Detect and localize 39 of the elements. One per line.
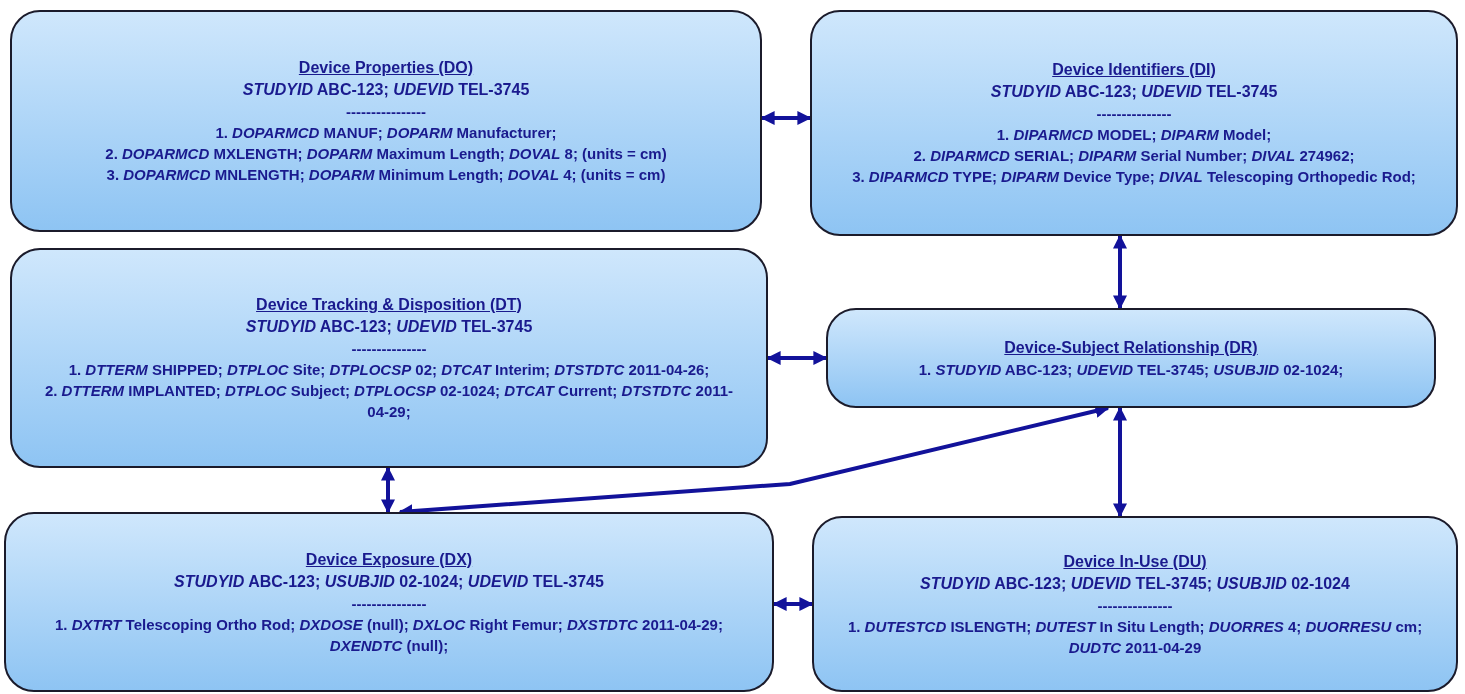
- box-title: Device Tracking & Disposition (DT): [256, 295, 522, 315]
- double-arrow: [1113, 234, 1127, 310]
- box-title: Device Exposure (DX): [305, 549, 473, 570]
- box-title: Device-Subject Relationship (DR): [1004, 337, 1258, 358]
- double-arrow: [1113, 406, 1127, 518]
- separator-dashes: ---------------: [1096, 104, 1172, 124]
- domain-box: [10, 10, 762, 232]
- double-arrow: [760, 111, 812, 125]
- record-line: 1. DTTERM SHIPPED; DTPLOC Site; DTPLOCSP 02; DTCAT Interim; DTSTDTC 2011-04-26;: [68, 360, 710, 380]
- record-line: 2. DTTERM IMPLANTED; DTPLOC Subject; DTPLOCSP 02-1024; DTCAT Current; DTSTDTC 2011-04-29;: [43, 381, 735, 422]
- identifier-line: STUDYID ABC-123; UDEVID TEL-3745: [990, 82, 1278, 102]
- separator-dashes: ---------------: [1097, 595, 1173, 616]
- identifier-line: STUDYID ABC-123; USUBJID 02-1024; UDEVID TEL-3745: [174, 571, 604, 592]
- separator-dashes: ---------------: [351, 593, 427, 614]
- box-title: Device Identifiers (DI): [1052, 60, 1216, 80]
- double-arrow: [766, 351, 828, 365]
- domain-box: [810, 10, 1458, 236]
- record-line: 1. DUTESTCD ISLENGTH; DUTEST In Situ Length; DUORRES 4; DUORRESU cm; DUDTC 2011-04-29: [846, 616, 1424, 658]
- record-line: 2. DIPARMCD SERIAL; DIPARM Serial Number; DIVAL 274962;: [913, 146, 1355, 166]
- box-title: Device In-Use (DU): [1063, 551, 1207, 572]
- record-line: 3. DIPARMCD TYPE; DIPARM Device Type; DIVAL Telescoping Orthopedic Rod;: [852, 167, 1416, 187]
- record-line: 1. DOPARMCD MANUF; DOPARM Manufacturer;: [215, 123, 557, 143]
- domain-box: [10, 248, 768, 468]
- domain-box: [826, 308, 1436, 408]
- identifier-line: STUDYID ABC-123; UDEVID TEL-3745: [242, 80, 530, 100]
- identifier-line: STUDYID ABC-123; UDEVID TEL-3745: [245, 317, 533, 337]
- domain-box: [4, 512, 774, 692]
- domain-box: [812, 516, 1458, 692]
- record-line: 1. STUDYID ABC-123; UDEVID TEL-3745; USUBJID 02-1024;: [918, 359, 1344, 380]
- record-line: 1. DXTRT Telescoping Ortho Rod; DXDOSE (null); DXLOC Right Femur; DXSTDTC 2011-04-29; DXENDTC (null);: [54, 614, 724, 656]
- double-arrow: [772, 597, 814, 611]
- record-line: 3. DOPARMCD MNLENGTH; DOPARM Minimum Length; DOVAL 4; (units = cm): [106, 165, 666, 185]
- box-title: Device Properties (DO): [298, 58, 474, 78]
- double-arrow: [381, 466, 395, 514]
- record-line: 2. DOPARMCD MXLENGTH; DOPARM Maximum Length; DOVAL 8; (units = cm): [105, 144, 667, 164]
- record-line: 1. DIPARMCD MODEL; DIPARM Model;: [996, 125, 1272, 145]
- separator-dashes: ----------------: [346, 102, 426, 122]
- separator-dashes: ---------------: [351, 339, 427, 359]
- identifier-line: STUDYID ABC-123; UDEVID TEL-3745; USUBJID 02-1024: [920, 573, 1350, 594]
